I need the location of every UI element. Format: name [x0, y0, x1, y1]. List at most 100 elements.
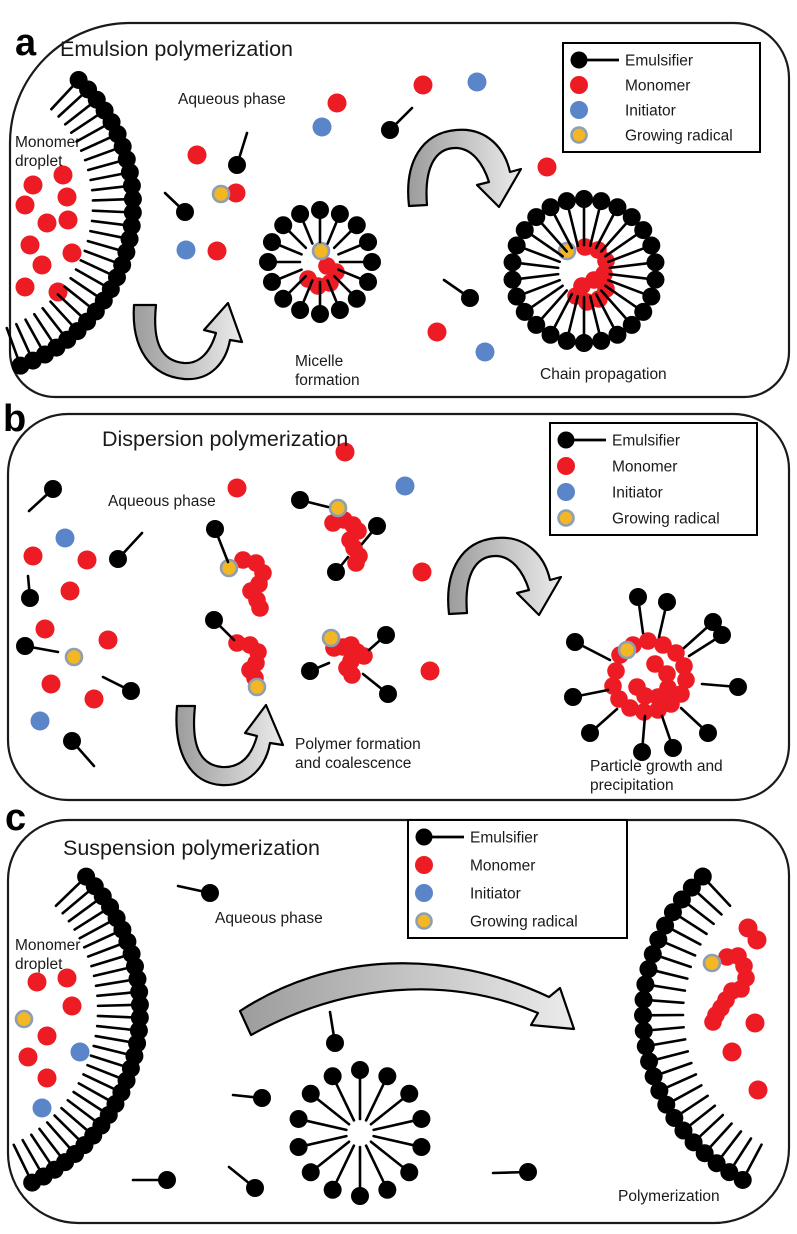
emulsifier-tail — [96, 1003, 140, 1008]
emulsifier-tail — [50, 80, 79, 111]
emulsifier-head-icon — [378, 1067, 397, 1086]
legend-item-radical: Growing radical — [415, 912, 578, 931]
emulsifier-tail — [26, 574, 32, 600]
emulsifier-head-icon — [330, 301, 349, 320]
emulsifier-tail — [45, 1121, 76, 1154]
emulsifier-tail — [565, 201, 580, 248]
monomer-dot — [18, 1047, 38, 1067]
emulsifier-tail — [33, 312, 57, 348]
text-label: Aqueous phase — [178, 91, 286, 108]
emulsifier-head-icon — [634, 1006, 653, 1025]
emulsifier-tail — [63, 99, 97, 126]
monomer-dot — [62, 243, 82, 263]
monomer-dot — [77, 550, 97, 570]
emulsifier-tail — [673, 911, 708, 936]
monomer-dot — [745, 1013, 765, 1033]
polymer-monomer-dot — [649, 688, 667, 706]
legend-item-monomer: Monomer — [415, 856, 535, 875]
emulsifier-head-icon — [123, 190, 142, 209]
legend-item-emulsifier: Emulsifier — [415, 828, 538, 847]
emulsifier-tail — [272, 241, 303, 256]
emulsifier-tail — [231, 1093, 264, 1100]
emulsifier-tail — [272, 268, 303, 283]
text-label: Aqueous phase — [215, 910, 323, 927]
emulsifier-tail — [311, 1140, 351, 1173]
polymer-chain — [234, 551, 272, 617]
polymer-monomer-dot — [658, 665, 676, 683]
emulsifier-tail — [91, 209, 133, 214]
emulsifier-tail — [636, 595, 645, 635]
emulsifier-head-icon — [323, 1180, 342, 1199]
emulsifier-tail — [86, 941, 127, 958]
arrow-to-coalescence — [175, 703, 285, 787]
emulsifier-tail — [90, 953, 131, 968]
text-label: Chain propagation — [540, 366, 667, 383]
emulsifier-tail — [213, 527, 230, 564]
emulsifier-tail — [21, 1138, 44, 1177]
emulsifier-head-icon — [657, 1095, 676, 1114]
emulsifier-tail — [692, 887, 723, 916]
emulsifier-tail — [54, 876, 86, 908]
emulsifier-head-icon — [634, 1021, 653, 1040]
emulsifier-tail — [334, 555, 350, 574]
emulsifier-tail — [550, 207, 574, 250]
monomer-dot — [335, 442, 355, 462]
emulsifier-tail — [588, 294, 603, 341]
emulsifier-tail — [86, 158, 127, 172]
polymer-monomer-dot — [675, 657, 693, 675]
emulsifier-tail — [364, 1076, 388, 1122]
arrow-to-micelle — [132, 301, 244, 381]
emulsifier-tail — [299, 279, 314, 310]
emulsifier-tail — [23, 644, 60, 654]
panel-title: Emulsion polymerization — [60, 37, 293, 61]
legend-label: Growing radical — [470, 914, 578, 931]
legend-label: Growing radical — [612, 511, 720, 528]
emulsifier-head-icon — [11, 356, 30, 375]
emulsifier-tail — [360, 524, 379, 546]
monomer-dot — [427, 322, 447, 342]
emulsifier-tail — [79, 259, 117, 278]
emulsifier-head-icon — [592, 331, 611, 350]
monomer-dot — [413, 75, 433, 95]
initiator-dot — [32, 1098, 52, 1118]
emulsifier-tail — [640, 714, 647, 754]
emulsifier-head-icon — [639, 960, 658, 979]
emulsifier-tail — [513, 261, 560, 270]
polymer-chain — [324, 511, 368, 572]
emulsifier-head-icon — [608, 198, 627, 217]
emulsifier-tail — [644, 1025, 685, 1032]
emulsifier-tail — [565, 294, 580, 341]
legend-item-initiator: Initiator — [557, 483, 663, 502]
monomer-dot — [27, 972, 47, 992]
emulsifier-tail — [332, 1076, 356, 1122]
legend-item-monomer: Monomer — [570, 76, 690, 95]
emulsifier-tail — [235, 131, 249, 167]
growing-radical-dot — [64, 647, 84, 667]
emulsifier-head-icon — [120, 163, 139, 182]
emulsifier-tail — [442, 278, 472, 300]
emulsifier-tail — [608, 272, 655, 281]
emulsifier-tail — [687, 633, 724, 658]
emulsifier-tail — [364, 1144, 388, 1190]
emulsifier-tail — [69, 110, 105, 134]
legend-label: Growing radical — [625, 128, 733, 145]
emulsifier-head-icon — [291, 204, 310, 223]
emulsifier-tail — [94, 1034, 137, 1045]
legend-label: Initiator — [470, 886, 521, 903]
emulsifier-tail — [517, 278, 561, 298]
emulsifier-tail — [332, 225, 357, 250]
emulsifier-head-icon — [351, 1061, 369, 1079]
emulsifier-tail — [604, 229, 643, 258]
polymer-monomer-dot — [347, 554, 365, 572]
emulsifier-head-icon — [644, 1067, 663, 1086]
emulsifier-head-icon — [557, 192, 576, 211]
emulsifier-icon — [570, 51, 588, 69]
growing-radical-icon — [557, 509, 575, 527]
emulsifier-tail — [660, 714, 675, 750]
emulsifier-head-icon — [289, 1109, 308, 1128]
emulsifier-tail — [227, 1165, 257, 1190]
emulsifier-icon — [557, 431, 575, 449]
